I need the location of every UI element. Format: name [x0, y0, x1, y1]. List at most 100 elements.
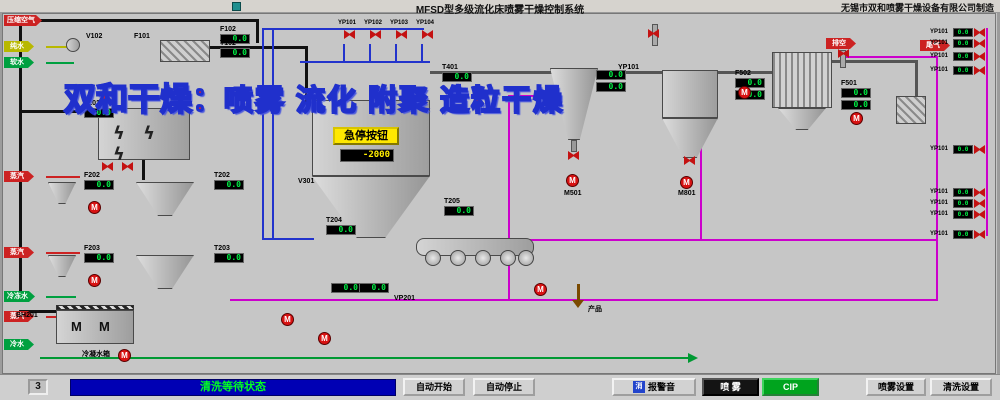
pipe-yellow — [46, 46, 74, 48]
pipe-green — [46, 296, 76, 298]
instrument-display: 0.0 — [331, 283, 361, 293]
valve-label: YP103 — [390, 20, 409, 26]
pipe-red — [46, 176, 80, 178]
clean-settings-button[interactable]: 清洗设置 — [930, 378, 992, 396]
valve-label: YP101 — [930, 211, 949, 217]
pipe-blue — [300, 61, 430, 63]
valve-icon[interactable] — [974, 28, 985, 37]
duct — [716, 71, 774, 74]
spray-button[interactable]: 喷 雾 — [702, 378, 759, 396]
cyclone-2-body — [662, 70, 718, 118]
pipe-blue — [262, 28, 424, 30]
auto-stop-button[interactable]: 自动停止 — [473, 378, 535, 396]
source-tag: 尾气 — [920, 40, 950, 51]
air-heater — [160, 40, 210, 62]
valve-icon[interactable] — [974, 66, 985, 75]
pump-icon[interactable]: M — [850, 112, 863, 125]
valve-icon[interactable] — [974, 210, 985, 219]
pipe-blue — [262, 28, 264, 240]
valve-icon[interactable] — [974, 230, 985, 239]
bag-filter-house: ϟ ϟ ϟ — [98, 108, 190, 165]
valve-icon[interactable] — [648, 29, 659, 38]
duct — [598, 71, 666, 74]
pump-icon[interactable]: M — [318, 332, 331, 345]
pipe — [305, 46, 308, 102]
valve-display: 0.0 — [953, 66, 973, 75]
vent-stack — [840, 50, 846, 68]
equipment-label: M501 — [564, 190, 582, 197]
agitator-icon: M — [71, 319, 82, 334]
pump-icon[interactable]: M — [534, 283, 547, 296]
instrument-display: 0.0 — [359, 283, 389, 293]
status-strip: 清洗等待状态 — [70, 379, 396, 396]
bed-wheel — [518, 250, 534, 266]
equipment-label: V301 — [298, 178, 315, 185]
pump-icon[interactable]: M — [88, 274, 101, 287]
bed-wheel — [425, 250, 441, 266]
valve-icon[interactable] — [396, 30, 407, 39]
pump-icon[interactable]: M — [281, 313, 294, 326]
pump-icon[interactable]: M — [738, 86, 751, 99]
bed-wheel — [500, 250, 516, 266]
valve-display: 0.0 — [953, 210, 973, 219]
pipe-green — [40, 357, 688, 359]
equipment-label: M801 — [678, 190, 696, 197]
pipe-blue — [262, 238, 314, 240]
chamber-pressure-display: -2000 — [340, 149, 394, 162]
valve-icon[interactable] — [974, 39, 985, 48]
pipe — [256, 19, 259, 43]
valve-icon[interactable] — [974, 52, 985, 61]
valve-display: 0.0 — [953, 39, 973, 48]
valve-label: YP101 — [930, 189, 949, 195]
flow-arrow — [688, 353, 698, 363]
valve-icon[interactable] — [974, 145, 985, 154]
valve-icon[interactable] — [974, 199, 985, 208]
valve-icon[interactable] — [344, 30, 355, 39]
product-arrow — [572, 300, 584, 308]
pump-icon[interactable]: M — [680, 176, 693, 189]
mute-alarm-button[interactable]: 消 报警音 — [612, 378, 696, 396]
tank-top-hatch — [56, 305, 134, 310]
valve-icon[interactable] — [422, 30, 433, 39]
valve-label: YP101 — [930, 40, 949, 46]
valve-label: YP101 — [930, 67, 949, 73]
valve-icon[interactable] — [838, 49, 849, 58]
valve-label: YP104 — [416, 20, 435, 26]
emergency-stop-button[interactable]: 急停按钮 — [333, 127, 399, 145]
valve-icon[interactable] — [122, 162, 133, 171]
source-tag: 蒸汽 — [4, 171, 34, 182]
duct — [830, 60, 918, 63]
mute-alarm-label: 报警音 — [647, 382, 675, 392]
pump-icon[interactable]: M — [88, 201, 101, 214]
manufacturer-label: 无锡市双和喷雾干燥设备有限公司制造 — [840, 3, 994, 13]
pump-icon[interactable]: M — [566, 174, 579, 187]
instrument-display: 0.0 — [596, 82, 626, 92]
exhaust-unit — [896, 96, 926, 124]
spray-settings-button[interactable]: 喷雾设置 — [866, 378, 926, 396]
cip-button[interactable]: CIP — [762, 378, 819, 396]
valve-icon[interactable] — [102, 162, 113, 171]
valve-display: 0.0 — [953, 199, 973, 208]
fan — [66, 38, 80, 52]
page-title: MFSD型多级流化床喷雾干燥控制系统 — [415, 5, 585, 16]
filter-element-icon: ϟ ϟ ϟ — [113, 123, 162, 165]
source-tag: 排空 — [826, 38, 856, 49]
valve-icon[interactable] — [568, 151, 579, 160]
equipment-label: V102 — [86, 33, 103, 40]
pipe-cip — [430, 239, 938, 241]
bed-wheel — [475, 250, 491, 266]
source-tag: 蒸汽 — [4, 247, 34, 258]
agitator-icon: M — [99, 319, 110, 334]
auto-start-button[interactable]: 自动开始 — [403, 378, 465, 396]
valve-icon[interactable] — [974, 188, 985, 197]
page-indicator[interactable]: 3 — [28, 379, 48, 395]
pump-icon[interactable]: M — [118, 349, 131, 362]
valve-icon[interactable] — [684, 156, 695, 165]
valve-icon[interactable] — [370, 30, 381, 39]
